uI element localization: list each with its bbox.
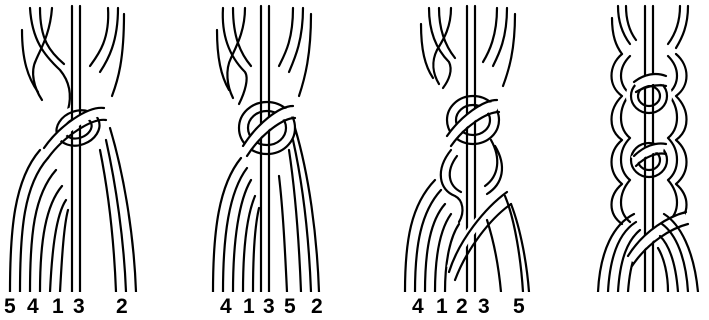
- step-3-label-2: 1: [436, 296, 448, 318]
- braid-step-4-figure: [590, 0, 709, 292]
- braid-step-3-figure: [395, 0, 545, 292]
- step-1-label-2: 4: [27, 296, 39, 318]
- step-2-label-2: 1: [243, 296, 255, 318]
- braid-step-1-figure: [0, 0, 160, 292]
- step-2-label-3: 3: [263, 296, 275, 318]
- step-1-label-5: 2: [116, 296, 128, 318]
- braid-step-4-drawing: [590, 0, 709, 292]
- step-3-label-4: 3: [478, 296, 490, 318]
- step-2-label-4: 5: [284, 296, 296, 318]
- step-2-label-1: 4: [220, 296, 232, 318]
- step-1-label-1: 5: [4, 296, 16, 318]
- step-3-label-1: 4: [412, 296, 424, 318]
- braid-step-2-drawing: [205, 0, 335, 292]
- step-3-label-5: 5: [513, 296, 525, 318]
- braid-step-2-figure: [205, 0, 335, 292]
- step-2-label-5: 2: [311, 296, 323, 318]
- step-1-label-4: 3: [73, 296, 85, 318]
- braid-step-1-drawing: [0, 0, 160, 292]
- step-1-label-3: 1: [52, 296, 64, 318]
- braid-step-3-drawing: [395, 0, 545, 292]
- step-3-label-3: 2: [456, 296, 468, 318]
- strand-number-labels: 5 4 1 3 2 4 1 3 5 2 4 1 2 3 5: [0, 296, 709, 320]
